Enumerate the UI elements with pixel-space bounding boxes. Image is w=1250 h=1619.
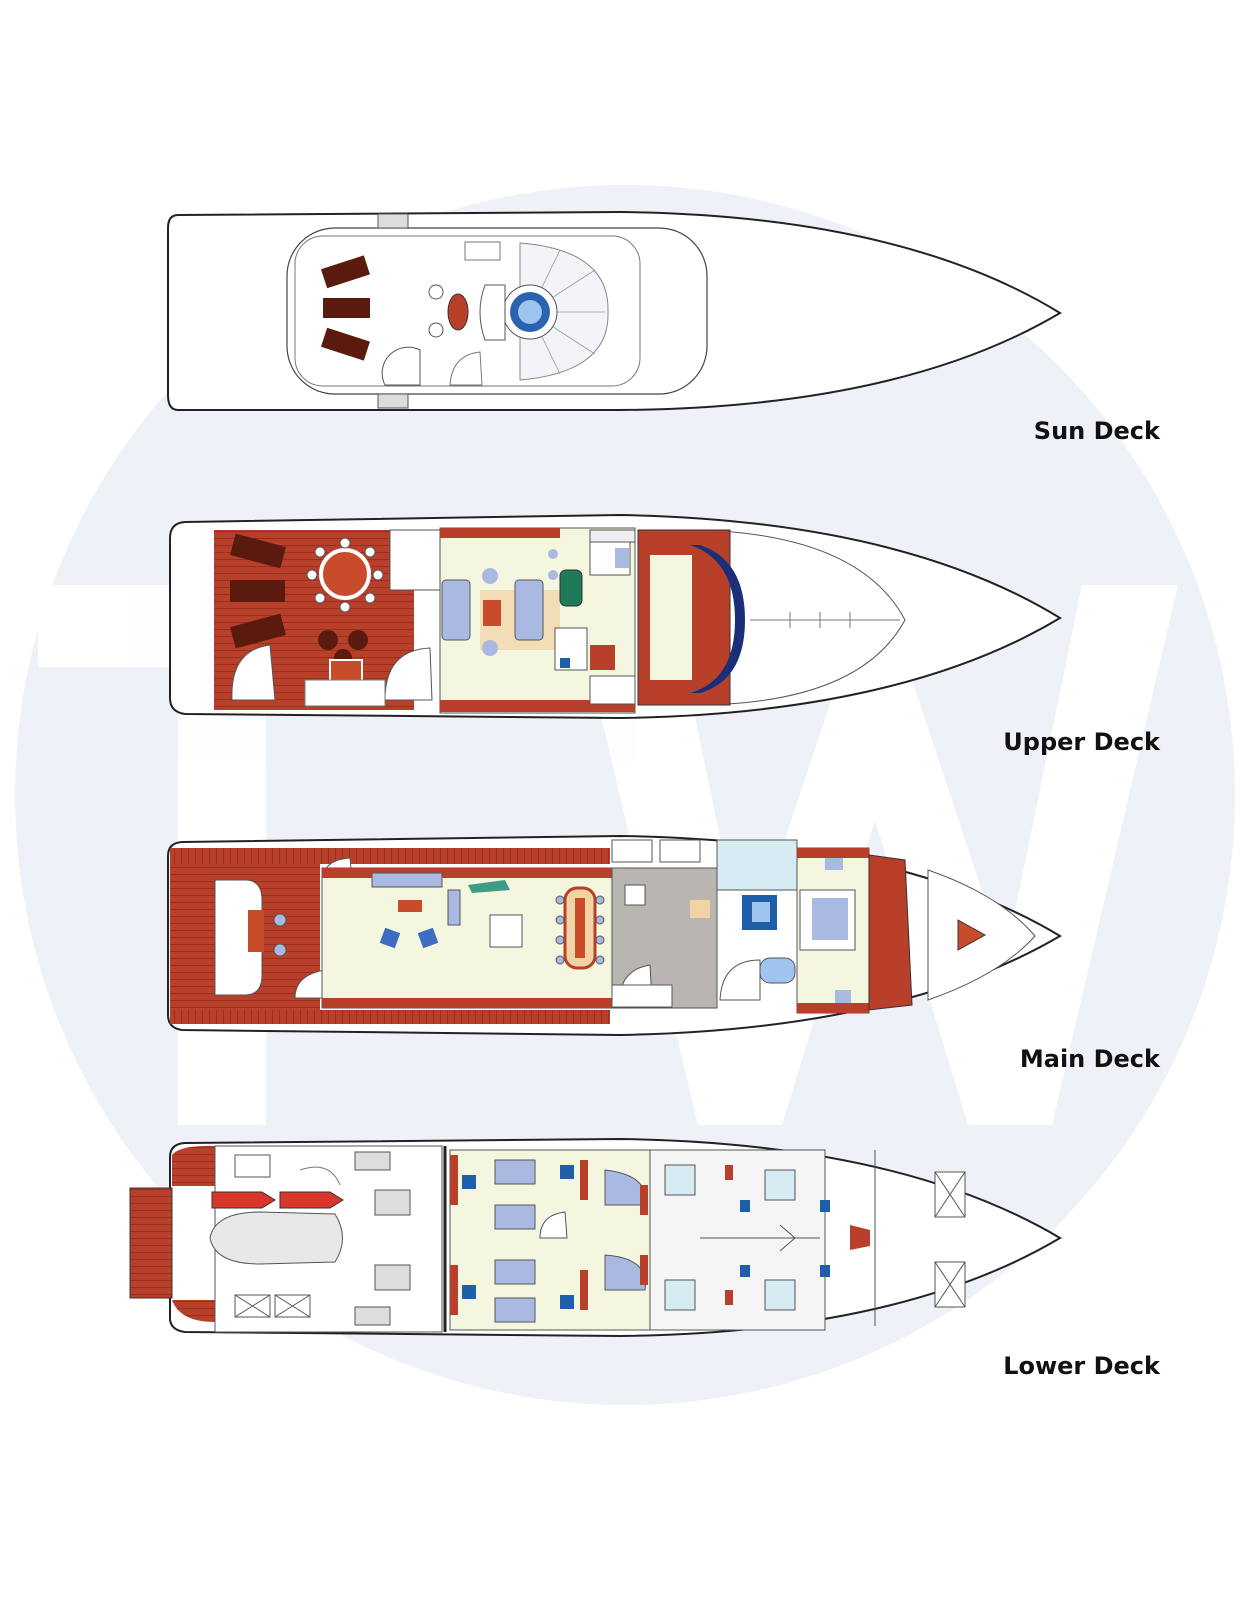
- sun-loungers: [320, 255, 370, 361]
- tender: [209, 1211, 343, 1265]
- upper-dining-table: [319, 548, 371, 600]
- main-deck-label: Main Deck: [1020, 1045, 1161, 1073]
- sun-deck: [167, 210, 1062, 411]
- lower-deck: [129, 1137, 1062, 1338]
- upper-deck: [169, 513, 1062, 720]
- upper-deck-label: Upper Deck: [1003, 728, 1161, 756]
- lower-swim-platform: [129, 1187, 173, 1299]
- main-deck: [167, 834, 1062, 1037]
- sun-deck-label: Sun Deck: [1034, 417, 1161, 445]
- lower-deck-label: Lower Deck: [1003, 1352, 1161, 1380]
